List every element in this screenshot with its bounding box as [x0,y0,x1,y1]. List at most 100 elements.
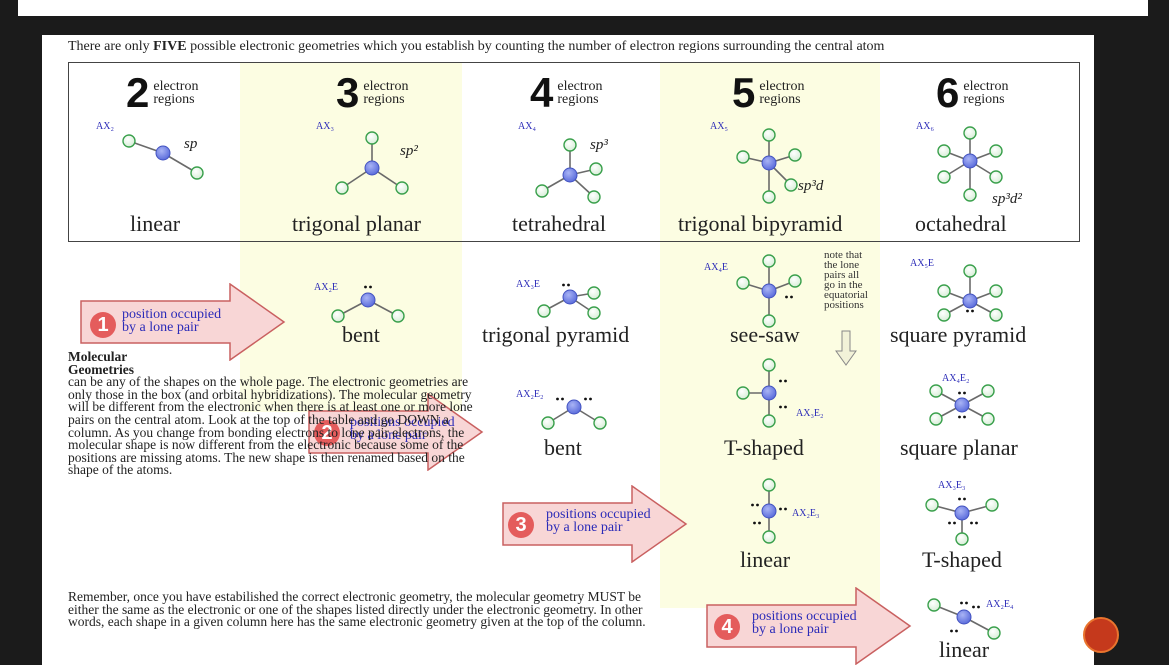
molecule-bent-2-lone-pair [561,397,564,401]
hybridization-sp2: sp² [400,143,418,159]
molecule-t-shaped-2-lone-pair [958,497,961,501]
molecule-trigonal-planar-outer-atom [365,131,379,145]
molecule-square-pyramid-outer-atom [963,264,977,278]
molecule-trigonal-pyramid-lone-pair [562,283,565,287]
column-3-highlight [240,62,462,412]
molecule-linear-2-lone-pair [753,521,756,525]
formula-ax2e3: AX₂E₃ [792,508,820,519]
molecule-tetrahedral-outer-atom [535,184,549,198]
molecule-bent-lone-pair [364,285,367,289]
molecule-octahedral-outer-atom [963,188,977,202]
molecule-t-shaped-outer-atom [736,386,750,400]
molecule-tetrahedral-outer-atom [587,190,601,204]
hybridization-sp: sp [184,136,198,152]
formula-ax2e2: AX₂E₂ [516,389,544,400]
molecule-t-shaped-outer-atom [762,358,776,372]
molecule-square-pyramid-outer-atom [937,308,951,322]
molecule-octahedral-outer-atom [989,144,1003,158]
formula-ax3e2: AX₃E₂ [796,408,824,419]
molecule-linear-3-lone-pair [960,601,963,605]
molecule-see-saw-outer-atom [762,314,776,328]
molecule-linear-2-lone-pair [758,521,761,525]
molecule-linear-2-outer-atom [762,530,776,544]
shape-square-planar: square planar [900,435,1018,460]
arrow-4-text: positions occupied by a lone pair [752,609,857,637]
geometry-trigonal-planar: trigonal planar [292,211,421,236]
molecules-layer [122,126,1003,640]
molecule-linear-3-outer-atom [927,598,941,612]
formula-ax3e3: AX₃E₃ [938,480,966,491]
molecule-t-shaped-2-lone-pair [948,521,951,525]
molecule-see-saw-lone-pair [785,295,788,299]
molecule-t-shaped-2-lone-pair [970,521,973,525]
arrow-3-badge: 3 [508,512,534,538]
molecule-t-shaped-central-atom [761,385,777,401]
shape-square-pyramid: square pyramid [890,322,1027,347]
molecule-linear-outer-atom [122,134,136,148]
arrow-4-badge: 4 [714,614,740,640]
molecule-trigonal-planar-outer-atom [335,181,349,195]
formula-ax2e4: AX₂E₄ [986,599,1014,610]
molecule-linear-2-lone-pair [779,507,782,511]
formula-ax2: AX₂ [96,121,114,132]
molecule-trigonal-pyramid-outer-atom [587,306,601,320]
arrow-2-text: positions occupied by a lone pair [350,415,455,443]
molecule-bent-outer-atom [391,309,405,323]
molecule-t-shaped-2-lone-pair [963,497,966,501]
shape-bent: bent [342,322,380,347]
molecule-trigonal-bipyramid-outer-atom [788,148,802,162]
formula-ax2e: AX₂E [314,282,339,293]
molecule-linear-3-central-atom [956,609,972,625]
molecule-see-saw-central-atom [761,283,777,299]
molecule-linear-3-lone-pair [955,629,958,633]
molecule-linear-3-lone-pair [972,605,975,609]
molecule-trigonal-pyramid-central-atom [562,289,578,305]
molecule-bent-2-central-atom [566,399,582,415]
molecule-trigonal-pyramid-outer-atom [587,286,601,300]
molecule-tetrahedral-outer-atom [563,138,577,152]
region-label: electron regions [153,79,199,107]
molecule-linear-2-central-atom [761,503,777,519]
molecule-square-pyramid-lone-pair [966,309,969,313]
molecule-linear-outer-atom [190,166,204,180]
shape-linear-2: linear [939,637,990,662]
formula-ax3: AX₃ [316,121,334,132]
electronic-geometries-box [68,62,1080,242]
shape-linear: linear [740,547,791,572]
molecule-t-shaped-2-outer-atom [955,532,969,546]
browser-top-bar [18,0,1148,16]
molecule-square-pyramid-outer-atom [989,284,1003,298]
molecule-trigonal-pyramid-lone-pair [567,283,570,287]
molecule-linear-2-lone-pair [751,503,754,507]
molecule-t-shaped-2-outer-atom [925,498,939,512]
molecule-trigonal-bipyramid-outer-atom [736,150,750,164]
vsepr-chart: There are only FIVE possible electronic … [42,35,1094,665]
molecule-bent-2-lone-pair [556,397,559,401]
molecule-octahedral-outer-atom [989,170,1003,184]
slide-corner-badge [1083,617,1119,653]
molecule-see-saw-lone-pair [790,295,793,299]
molecule-t-shaped-2-lone-pair [975,521,978,525]
molecule-octahedral-outer-atom [937,170,951,184]
molecule-linear-2-outer-atom [762,478,776,492]
molecule-linear-3-outer-atom [987,626,1001,640]
formula-ax4e: AX₄E [704,262,729,273]
molecule-bent-central-atom [360,292,376,308]
molecule-square-planar-outer-atom [981,412,995,426]
molecule-square-planar-outer-atom [929,384,943,398]
molecular-geometries-body: can be any of the shapes on the whole pa… [68,374,473,478]
molecule-bent-2-lone-pair [589,397,592,401]
molecule-bent-2-outer-atom [541,416,555,430]
molecule-octahedral-outer-atom [963,126,977,140]
molecule-t-shaped-2-central-atom [954,505,970,521]
molecule-trigonal-planar-central-atom [364,160,380,176]
molecule-bent-outer-atom [331,309,345,323]
formula-ax4e2: AX₄E₂ [942,373,970,384]
molecule-linear-3-lone-pair [950,629,953,633]
molecule-t-shaped-lone-pair [784,379,787,383]
molecule-square-pyramid-outer-atom [989,308,1003,322]
